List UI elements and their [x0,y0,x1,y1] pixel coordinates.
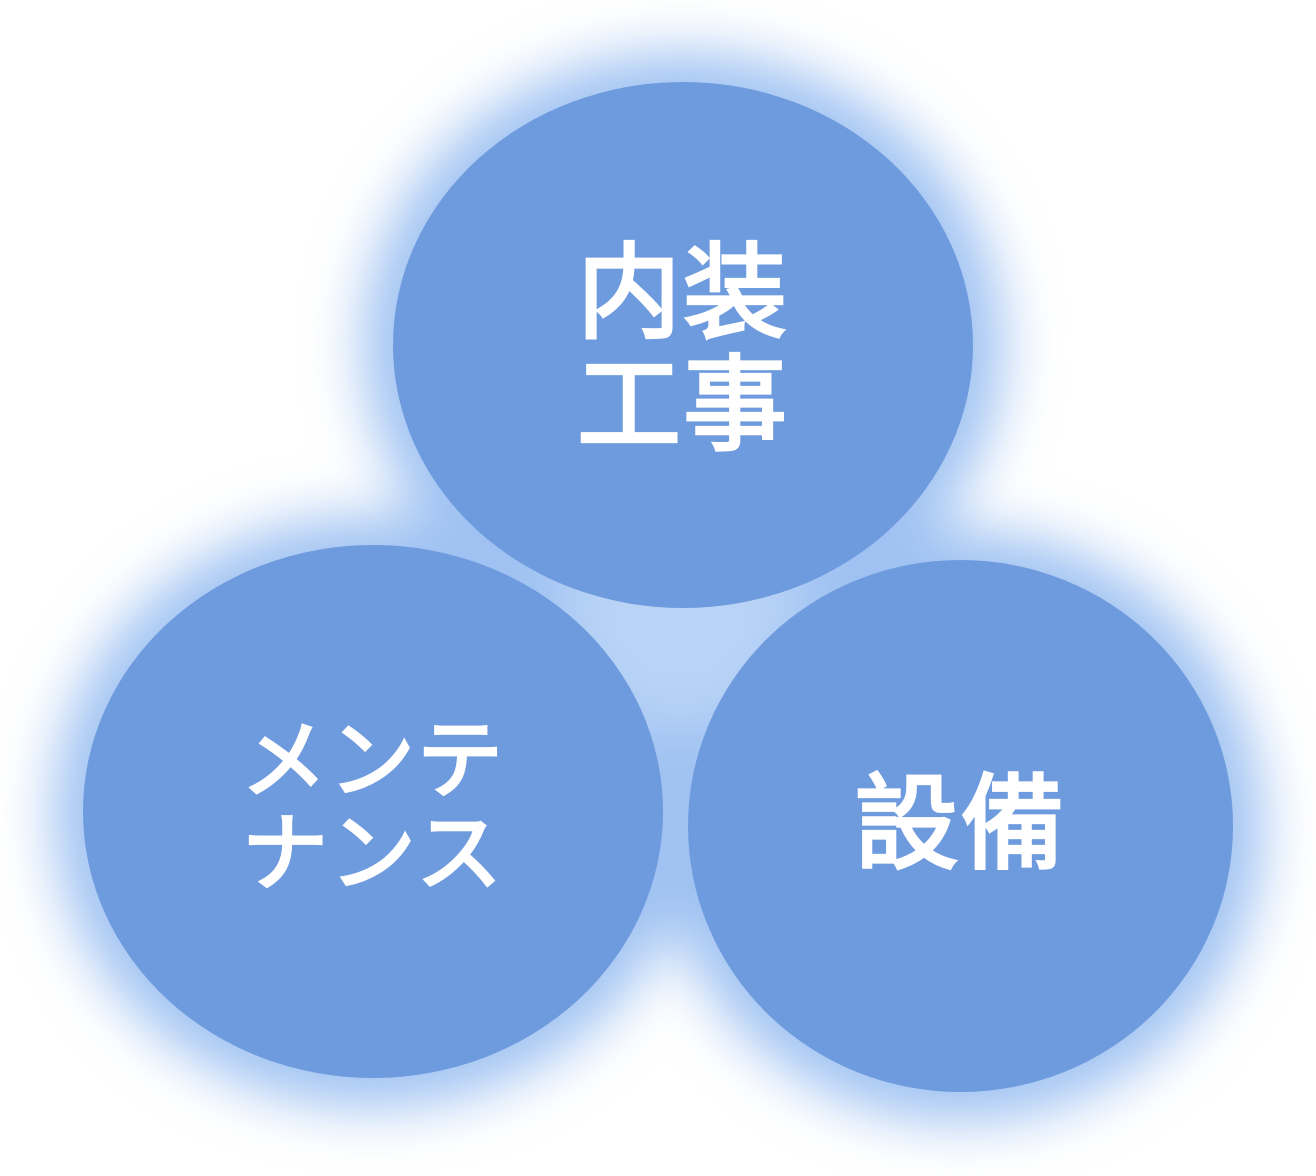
circle-maintenance: メンテ ナンス [83,545,663,1078]
circle-label: メンテ ナンス [241,710,505,904]
circle-label: 設備 [854,762,1067,885]
label-line-1: メンテ [241,710,505,811]
circle-interior-work: 内装 工事 [393,82,973,608]
label-line-2: ナンス [241,803,505,904]
circle-label: 内装 工事 [576,231,789,466]
label-line-2: 工事 [576,344,789,466]
circle-equipment: 設備 [688,560,1233,1092]
label-line-1: 内装 [576,231,789,354]
label-line-1: 設備 [854,762,1067,885]
